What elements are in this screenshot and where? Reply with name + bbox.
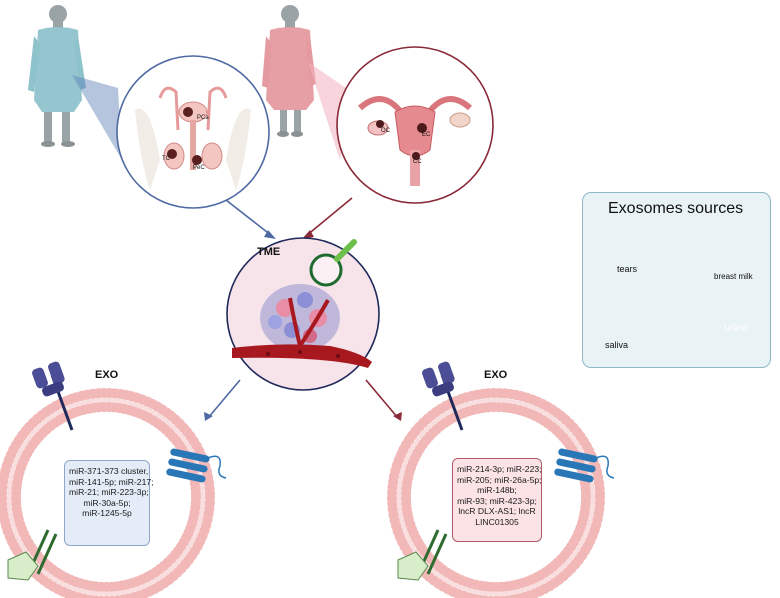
mirna-line: miR-1245-5p [82, 508, 132, 519]
tme-illustration [226, 237, 380, 391]
arrow-tme-to-female-exo [365, 379, 402, 421]
mirna-line: miR-371-373 cluster, [69, 466, 149, 476]
transmembrane-protein-icon [554, 448, 615, 483]
tetraspanin-icon [397, 529, 448, 581]
mirna-line: miR-205; miR-26a-5p; [457, 474, 542, 485]
urine-label: urine [724, 322, 749, 334]
mirna-line: miR-30a-5p; [83, 497, 131, 508]
exo-label-male: EXO [95, 369, 119, 381]
male-patient-figure [28, 5, 86, 147]
mirna-line: miR-93; miR-423-3p; [457, 495, 537, 506]
organ-label-tc: TC [162, 156, 171, 162]
breast-milk-label: breast milk [714, 272, 753, 281]
male-zoom-cone [72, 75, 122, 160]
magnifier-icon [309, 239, 357, 287]
saliva-label: saliva [605, 340, 629, 350]
organ-label-ec: EC [422, 132, 431, 138]
mirna-line: miR-214-3p; miR-223; [457, 464, 542, 474]
exosome-sources-panel [582, 192, 771, 368]
receptor-protein-icon [32, 361, 74, 431]
arrow-tme-to-male-exo [204, 379, 241, 421]
arrow-male-to-tme [225, 199, 276, 239]
sources-title: Exosomes sources [608, 200, 744, 217]
tears-label: tears [617, 264, 638, 274]
male-mirna-box: miR-371-373 cluster, miR-141-5p; miR-217… [64, 460, 154, 546]
mirna-line: lncR DLX-AS1; lncR [458, 506, 536, 517]
mirna-line: miR-148b; [477, 485, 517, 496]
arrow-female-to-tme [302, 197, 353, 239]
organ-label-pec: PeC [193, 165, 205, 171]
mirna-line: miR-141-5p; miR-217; [69, 476, 154, 487]
organ-label-pca: PCa [197, 115, 209, 121]
transmembrane-protein-icon [166, 448, 227, 483]
tme-label: TME [257, 246, 280, 258]
mirna-line: miR-21; miR-223-3p; [69, 487, 149, 498]
receptor-protein-icon [422, 361, 464, 431]
exo-label-female: EXO [484, 369, 508, 381]
female-patient-figure [262, 5, 316, 137]
organ-label-cc: CC [413, 159, 422, 165]
organ-label-oc: OC [381, 128, 391, 134]
male-reproductive-circle [116, 55, 270, 209]
tetraspanin-icon [7, 529, 58, 581]
mirna-line: LINC01305 [475, 516, 519, 527]
female-mirna-box: miR-214-3p; miR-223; miR-205; miR-26a-5p… [452, 458, 542, 542]
female-reproductive-circle [336, 46, 494, 204]
